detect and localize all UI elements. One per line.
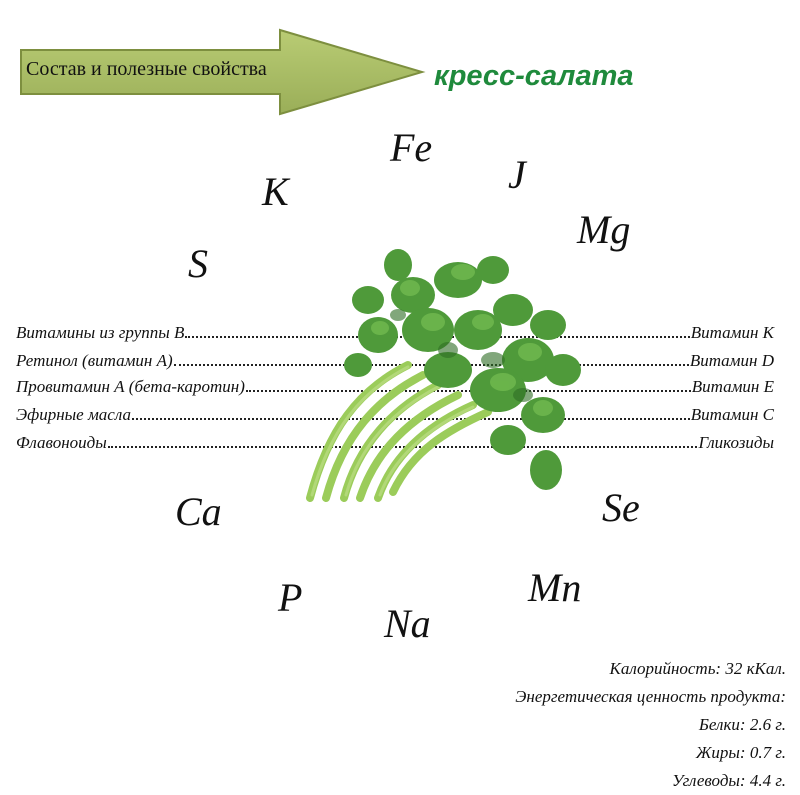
vitamin-right-label: Витамин K: [690, 323, 774, 342]
vitamin-right-label: Витамин C: [690, 405, 774, 424]
dotted-leader: [107, 432, 698, 448]
vitamin-right-label: Витамин E: [691, 377, 774, 396]
vitamin-left-label: Эфирные масла: [16, 405, 131, 424]
element-p: P: [278, 575, 303, 620]
element-ca: Ca: [175, 489, 222, 534]
element-se: Se: [602, 485, 640, 530]
nutrition-facts: Калорийность: 32 кКал. Энергетическая це…: [515, 655, 786, 795]
vitamin-right-label: Витамин D: [689, 351, 774, 370]
element-k: K: [262, 169, 289, 214]
vitamin-row: Эфирные масла Витамин C: [16, 404, 774, 428]
fats-label: Жиры: 0.7 г.: [695, 743, 786, 762]
carbs-label: Углеводы: 4.4 г.: [672, 771, 786, 790]
element-mn: Mn: [528, 565, 582, 610]
calories-label: Калорийность: 32 кКал.: [609, 659, 786, 678]
watercress-image: [298, 240, 588, 505]
banner-text: Состав и полезные свойства: [26, 58, 267, 80]
element-na: Na: [384, 601, 431, 646]
proteins-label: Белки: 2.6 г.: [698, 715, 786, 734]
vitamin-row: Флавоноиды Гликозиды: [16, 432, 774, 456]
plant-name-title: кресс-салата: [434, 60, 634, 92]
vitamin-right-label: Гликозиды: [698, 433, 774, 452]
element-fe: Fe: [390, 125, 433, 170]
energy-value-label: Энергетическая ценность продукта:: [515, 687, 786, 706]
arrow-shape: [20, 28, 426, 116]
vitamin-left-label: Витамины из группы В: [16, 323, 185, 342]
title-arrow-banner: Состав и полезные свойства: [18, 28, 428, 118]
vitamin-left-label: Ретинол (витамин А): [16, 351, 173, 370]
dotted-leader: [245, 376, 691, 392]
vitamin-left-label: Флавоноиды: [16, 433, 107, 452]
element-j: J: [508, 152, 526, 197]
vitamin-row: Провитамин А (бета-каротин) Витамин E: [16, 376, 774, 400]
element-s: S: [188, 241, 208, 286]
dotted-leader: [131, 404, 690, 420]
element-mg: Mg: [577, 207, 631, 252]
vitamin-left-label: Провитамин А (бета-каротин): [16, 377, 245, 396]
